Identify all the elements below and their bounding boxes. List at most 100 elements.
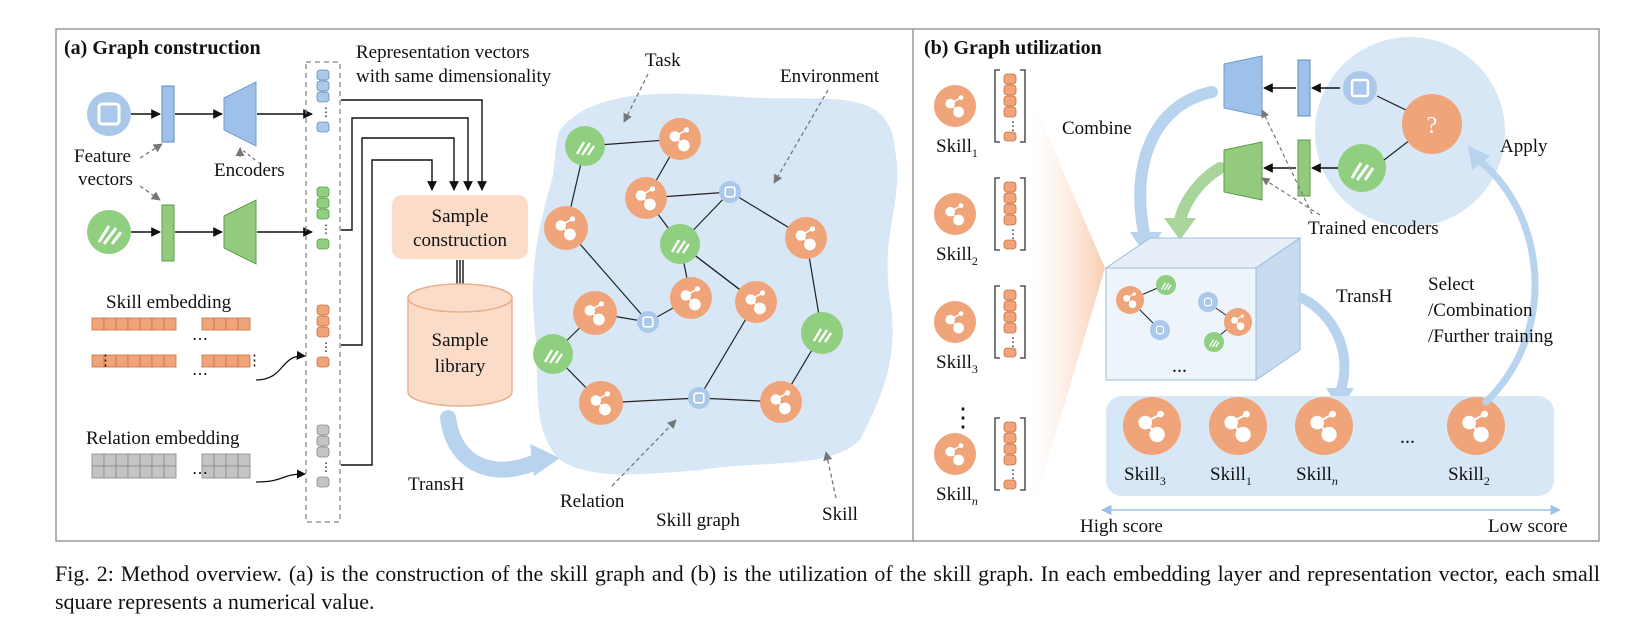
- ranked-skill-label: Skilln: [1296, 464, 1338, 488]
- low-score-label: Low score: [1488, 516, 1568, 537]
- trained-feature-blue: [1297, 59, 1311, 117]
- repr-label-1: Representation vectors: [356, 42, 530, 63]
- skill-list-label: Skill3: [936, 352, 978, 376]
- repr-label-2: with same dimensionality: [356, 66, 552, 87]
- question-mark: ?: [1427, 113, 1438, 139]
- skill-embedding-grid: [91, 317, 251, 368]
- cube-skill-node: [1224, 308, 1252, 336]
- environment-node: [637, 311, 659, 333]
- ranked-skill-item: Skill1: [1209, 397, 1267, 488]
- trained-encoder-blue: [1223, 55, 1263, 117]
- skill-list-item: ⋮ Skill3: [934, 285, 1026, 376]
- encoder-green: [223, 199, 257, 265]
- svg-text:⋮: ⋮: [1007, 119, 1019, 133]
- combine-arrow-blue: [1134, 86, 1218, 244]
- cube-environment-node: [1198, 292, 1218, 312]
- svg-text:⋮: ⋮: [247, 353, 262, 369]
- select-label-1: Select: [1428, 274, 1475, 295]
- svg-text:⋮: ⋮: [320, 222, 332, 236]
- skill-list-item: ⋮ Skill1: [934, 69, 1026, 160]
- skill-node: [579, 381, 623, 425]
- combine-label: Combine: [1062, 118, 1132, 139]
- sample-construction-box: [392, 195, 528, 259]
- svg-text:⋮: ⋮: [1007, 335, 1019, 349]
- transh-label-a: TransH: [408, 474, 465, 495]
- combine-arrow-green: [1174, 162, 1226, 226]
- method-overview-diagram: (a) Graph construction Feature vectors E…: [55, 28, 1600, 542]
- ranked-dots: ...: [1400, 426, 1415, 448]
- sample-library-label-2: library: [435, 356, 486, 377]
- svg-text:⋮: ⋮: [320, 340, 332, 354]
- feature-vector-green: [161, 204, 175, 262]
- arrows-icon: [97, 225, 123, 245]
- ranked-skill-label: Skill3: [1124, 464, 1166, 488]
- skill-fan-gradient: [1030, 95, 1105, 520]
- panel-a: (a) Graph construction Feature vectors E…: [64, 37, 898, 531]
- skill-node: [659, 118, 701, 160]
- arrows-icon: [1350, 162, 1375, 181]
- task-label: Task: [645, 50, 681, 71]
- sample-construction-label-1: Sample: [432, 206, 489, 227]
- cube-dots: ...: [1172, 355, 1187, 377]
- apply-label: Apply: [1500, 136, 1548, 157]
- trained-encoder-green: [1223, 141, 1263, 201]
- skill-list-item: ⋮ Skilln: [934, 417, 1026, 508]
- relation-embedding-label: Relation embedding: [86, 428, 240, 449]
- transh-arrow-b: [1297, 293, 1350, 397]
- skill-graph-nodes: [533, 118, 843, 425]
- svg-text:⋯: ⋯: [192, 465, 208, 482]
- cube-environment-node: [1150, 320, 1170, 340]
- skill-list-label: Skill2: [936, 244, 978, 268]
- unknown-skill-circle: [1402, 94, 1462, 154]
- svg-text:⋮: ⋮: [1007, 467, 1019, 481]
- ranked-skill-label: Skill2: [1448, 464, 1490, 488]
- cube-skill-node: [1116, 286, 1144, 314]
- transh-label-b: TransH: [1336, 286, 1393, 307]
- skill-graph-cloud: [532, 93, 898, 475]
- representation-vectors: ⋮⋮⋮⋮: [316, 69, 332, 488]
- svg-text:⋮: ⋮: [1007, 227, 1019, 241]
- select-label-3: /Further training: [1428, 326, 1554, 347]
- sample-library-label-1: Sample: [432, 330, 489, 351]
- square-icon: [97, 102, 121, 126]
- square-icon: [1350, 78, 1370, 98]
- skill-graph-label: Skill graph: [656, 510, 740, 531]
- task-node: [533, 334, 573, 374]
- skill-list-item: ⋮ Skill2: [934, 177, 1026, 268]
- ranked-skill-item: Skill2: [1447, 397, 1505, 488]
- task-node: [565, 126, 605, 166]
- high-score-label: High score: [1080, 516, 1163, 537]
- skill-node: [785, 217, 827, 259]
- cube-task-node: [1156, 275, 1176, 295]
- skill-embedding-label: Skill embedding: [106, 292, 232, 313]
- ranked-skill-item: Skill3: [1123, 397, 1181, 488]
- apply-arrow: [1472, 154, 1539, 406]
- skill-list-label: Skilln: [936, 484, 978, 508]
- svg-text:⋯: ⋯: [192, 331, 208, 348]
- skill-list-label: Skill1: [936, 136, 978, 160]
- task-node: [660, 224, 700, 264]
- encoders-label: Encoders: [214, 160, 285, 181]
- environment-feature-circle: [87, 92, 131, 136]
- environment-label: Environment: [780, 66, 880, 87]
- skill-node: [735, 281, 777, 323]
- select-label-2: /Combination: [1428, 300, 1533, 321]
- environment-input-circle: [1343, 71, 1377, 105]
- representation-vectors-box: [305, 61, 341, 523]
- sample-library-cylinder: [407, 283, 513, 407]
- svg-text:⋮: ⋮: [320, 460, 332, 474]
- outer-frame: [55, 28, 1600, 542]
- panel-b: (b) Graph utilization ⋮ Skill1 ⋮ Skill2 ⋮ Ski…: [924, 37, 1568, 537]
- skill-node: [544, 206, 588, 250]
- task-input-circle: [1338, 144, 1386, 192]
- panel-a-title: (a) Graph construction: [64, 37, 261, 59]
- feature-vectors-label-1: Feature: [74, 146, 131, 167]
- figure-caption: Fig. 2: Method overview. (a) is the cons…: [55, 561, 1600, 614]
- relation-label: Relation: [560, 491, 625, 512]
- task-feature-circle: [87, 210, 131, 254]
- panel-b-title: (b) Graph utilization: [924, 37, 1102, 59]
- feature-vectors-label-2: vectors: [78, 169, 133, 190]
- svg-text:⋯: ⋯: [192, 366, 208, 383]
- environment-node: [688, 387, 710, 409]
